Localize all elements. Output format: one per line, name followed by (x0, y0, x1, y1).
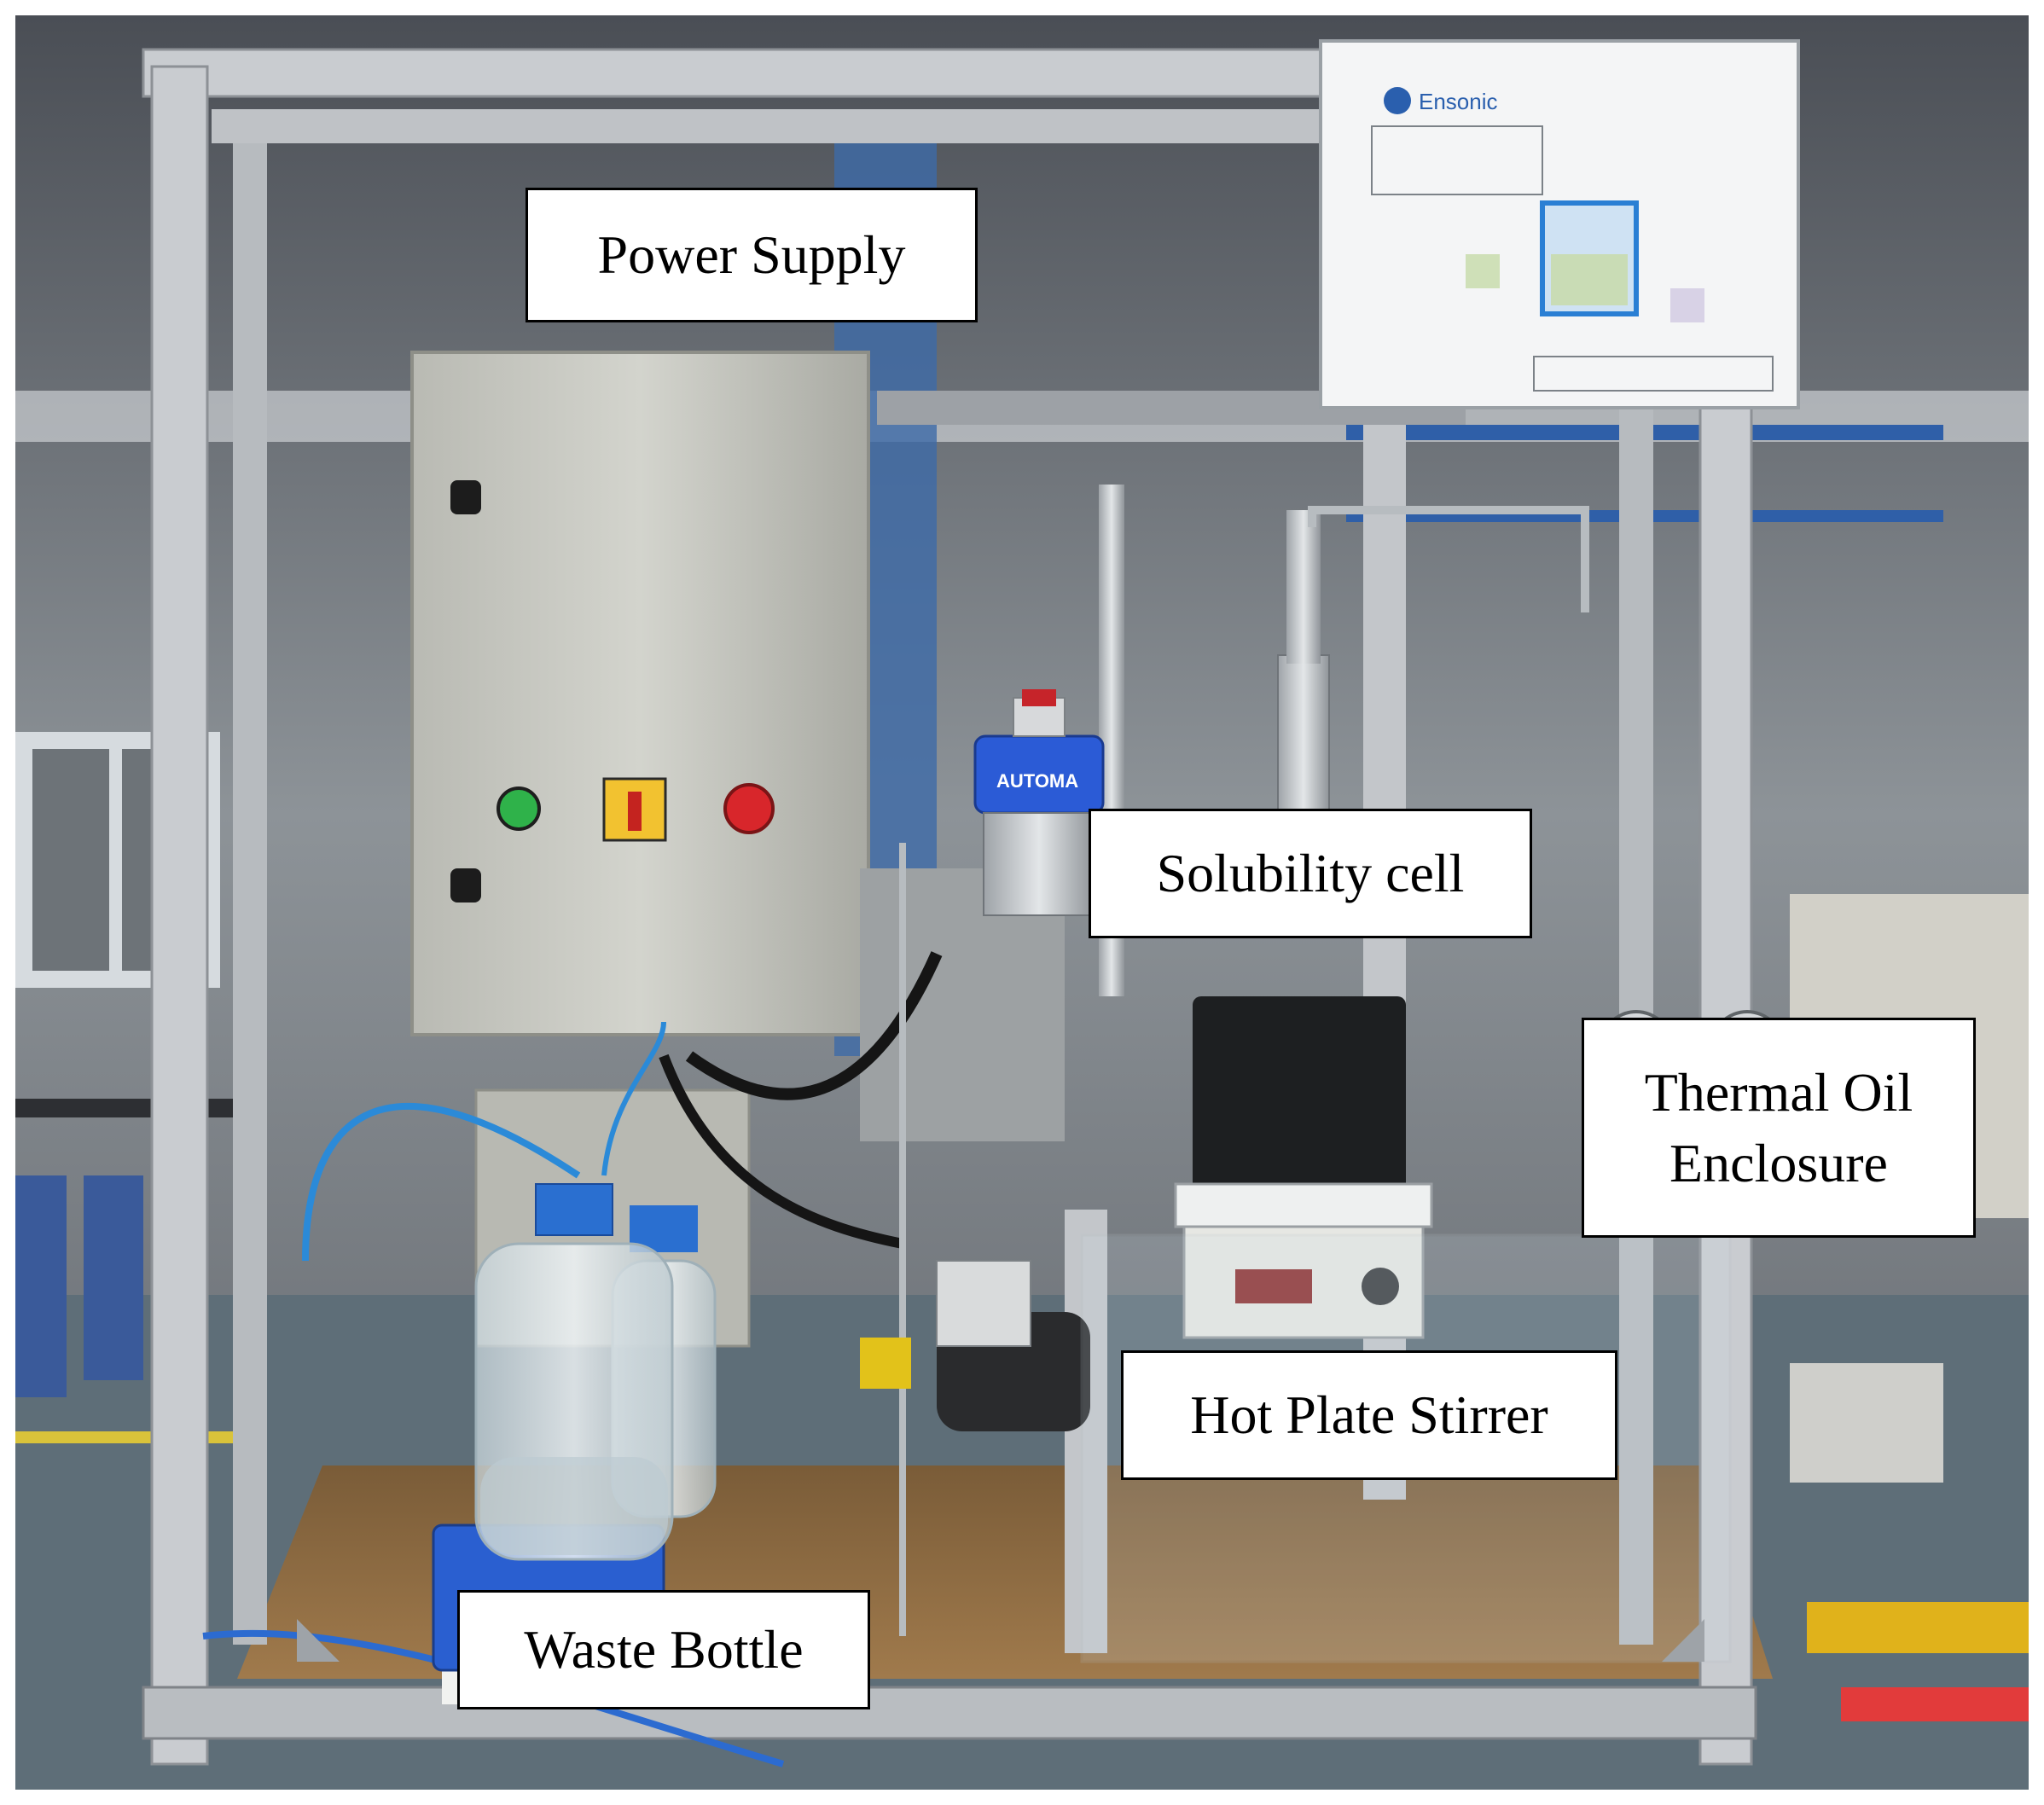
panel-table (1371, 125, 1543, 195)
isolator-handle (628, 792, 642, 831)
blue-tube (302, 1102, 581, 1262)
callout-power-supply: Power Supply (526, 188, 978, 322)
red-white-tape (1841, 1687, 2029, 1721)
cabinet-lock-bottom (450, 868, 481, 902)
warning-sign (1807, 1602, 2029, 1653)
hot-plate-top (1174, 1182, 1433, 1228)
panel-diagram-tank (1466, 254, 1500, 288)
bottle-cap (535, 1183, 613, 1236)
scene-illustration: Ensonic AUTOMA (15, 15, 2029, 1790)
bench-cabinet (84, 1175, 143, 1380)
pressure-cylinder (1277, 654, 1330, 827)
frame-left-inner-post (233, 143, 267, 1645)
floor-stripe (15, 1431, 254, 1443)
corner-bracket (297, 1619, 340, 1662)
black-cable (659, 1053, 904, 1249)
callout-hot-plate-stirrer: Hot Plate Stirrer (1121, 1350, 1617, 1480)
green-indicator-light (496, 786, 541, 831)
bottle-liquid (480, 1457, 668, 1555)
window-pane (32, 749, 109, 971)
corner-bracket (1662, 1619, 1704, 1662)
thermal-oil-enclosure (1193, 996, 1406, 1193)
hot-plate-display (1235, 1269, 1312, 1303)
panel-logo-icon (1384, 87, 1411, 114)
hot-plate-knob (1362, 1268, 1399, 1305)
lab-apparatus-photo: Ensonic AUTOMA (15, 15, 2029, 1790)
power-supply-cabinet (410, 351, 870, 1036)
background-box (1790, 1363, 1943, 1483)
red-stop-button (723, 783, 775, 834)
valve-brand-text: AUTOMA (996, 770, 1078, 792)
panel-title-block (1533, 356, 1774, 392)
panel-diagram-bottle (1670, 288, 1704, 322)
callout-solubility-cell: Solubility cell (1089, 809, 1532, 938)
valve-indicator-cap (1022, 689, 1056, 706)
pressure-cylinder-top (1286, 510, 1321, 664)
cabinet-lock-top (450, 480, 481, 514)
black-cable (685, 951, 943, 1100)
callout-waste-bottle: Waste Bottle (457, 1590, 870, 1709)
vacuum-pump-head (936, 1260, 1031, 1347)
steel-pipe (1308, 506, 1589, 612)
panel-logo-text: Ensonic (1419, 89, 1498, 114)
frame-inner-post (1065, 1210, 1107, 1653)
callout-thermal-oil-enclosure: Thermal Oil Enclosure (1582, 1018, 1976, 1238)
panel-diagram-oil (1551, 254, 1628, 305)
frame-bottom-rail (142, 1686, 1757, 1740)
frame-left-post (150, 65, 209, 1766)
bench-top (15, 1099, 254, 1117)
valve-body (983, 812, 1095, 916)
bench-cabinet (15, 1175, 67, 1397)
yellow-fitting (860, 1338, 911, 1389)
blue-tube (601, 1021, 666, 1176)
